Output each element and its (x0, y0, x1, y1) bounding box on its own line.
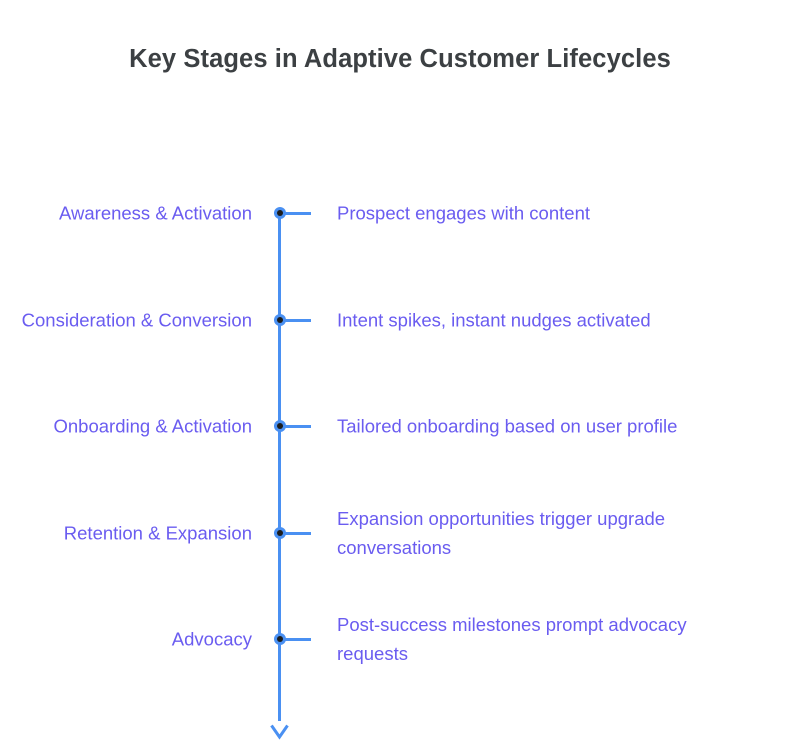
stage-marker-dot[interactable] (273, 420, 286, 432)
stage-connector-line (283, 318, 311, 322)
stage-description: Intent spikes, instant nudges activated (337, 309, 651, 331)
page-title: Key Stages in Adaptive Customer Lifecycl… (129, 45, 671, 73)
stage-connector-line (283, 211, 311, 215)
stage-marker-dot[interactable] (273, 314, 286, 326)
stage-marker-dot[interactable] (273, 207, 286, 219)
stage-label: Consideration & Conversion (21, 309, 252, 331)
stage-label: Awareness & Activation (59, 202, 252, 224)
stage-description: Prospect engages with content (337, 202, 590, 224)
timeline-axis-line (278, 213, 281, 721)
timeline-arrow-down-icon (265, 706, 295, 740)
stage-connector-line (283, 531, 311, 535)
stage-label: Advocacy (171, 628, 252, 650)
stage-description: Post-success milestones prompt advocacy … (337, 614, 687, 664)
stage-description: Tailored onboarding based on user profil… (337, 415, 678, 437)
stage-connector-line (283, 424, 311, 428)
stage-label: Onboarding & Activation (53, 415, 253, 437)
stage-label: Retention & Expansion (63, 522, 252, 544)
stage-connector-line (283, 637, 311, 641)
stage-marker-dot[interactable] (273, 633, 286, 645)
stage-description: Expansion opportunities trigger upgrade … (337, 508, 666, 558)
stage-marker-dot[interactable] (273, 527, 286, 539)
